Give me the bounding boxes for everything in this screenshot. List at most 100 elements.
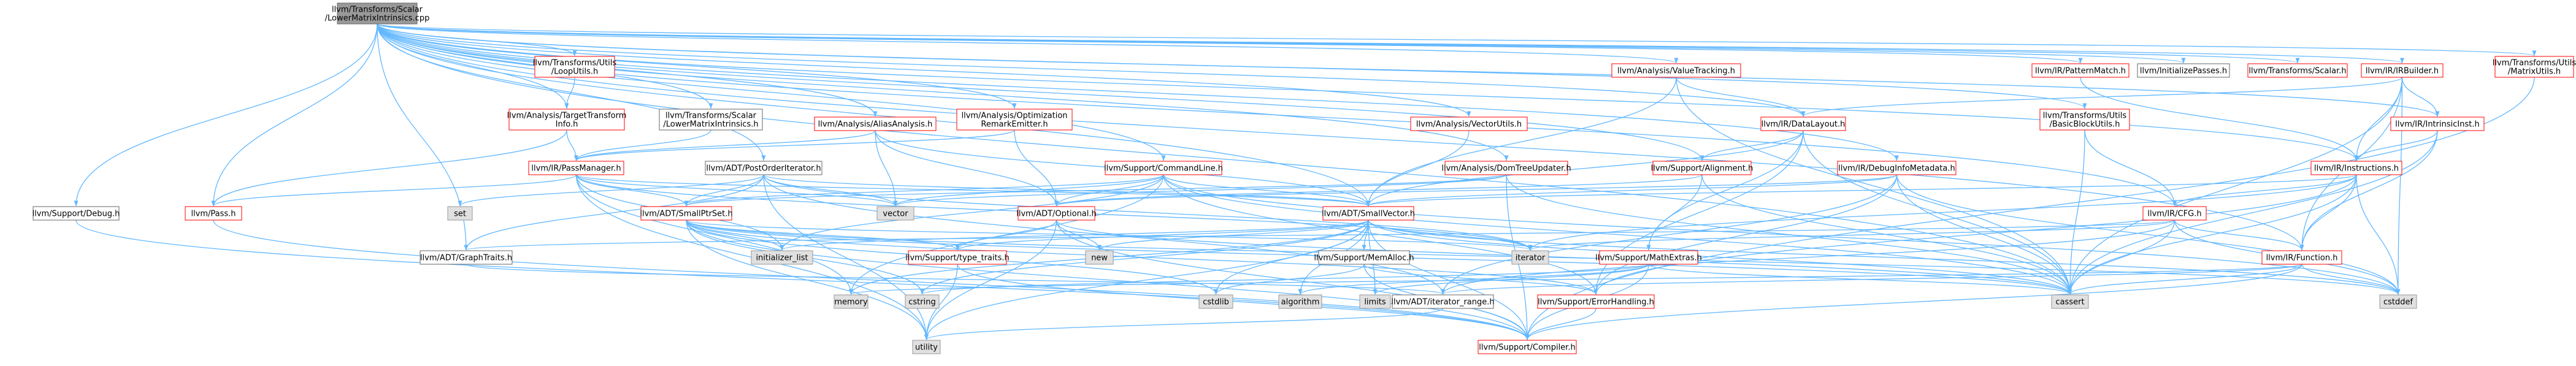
edge-alignment-to-mathExtras [1646, 174, 1703, 251]
node-function[interactable]: llvm/IR/Function.h [2261, 250, 2342, 265]
node-bbUtils[interactable]: llvm/Transforms/Utils/BasicBlockUtils.h [2039, 109, 2130, 131]
node-loopUtils[interactable]: llvm/Transforms/Utils/LoopUtils.h [533, 56, 617, 78]
node-aa[interactable]: llvm/Analysis/AliasAnalysis.h [814, 116, 937, 131]
node-smallPtrSet[interactable]: llvm/ADT/SmallPtrSet.h [640, 206, 733, 221]
edge-irBuilder-to-intrinsicInst [2401, 77, 2440, 117]
node-dataLayout-box [1760, 116, 1846, 131]
node-initPasses-label: llvm/InitializePasses.h [2140, 67, 2227, 76]
node-scalarH[interactable]: llvm/Transforms/Scalar.h [2247, 63, 2348, 78]
node-smallVector-label: llvm/ADT/SmallVector.h [1322, 210, 1415, 219]
node-new: new [1085, 250, 1114, 265]
node-algorithm-label: algorithm [1281, 298, 1320, 307]
node-patternMatch[interactable]: llvm/IR/PatternMatch.h [2031, 63, 2129, 78]
edge-root-to-ore [377, 23, 1017, 109]
node-passManager[interactable]: llvm/IR/PassManager.h [528, 161, 624, 175]
edge-tti-to-pass [211, 129, 567, 207]
node-lmiH[interactable]: llvm/Transforms/Scalar/LowerMatrixIntrin… [659, 109, 763, 131]
edge-mathExtras-to-limits [1373, 264, 1649, 295]
edge-passManager-to-vector [575, 174, 898, 207]
edge-instructions-to-function [2299, 174, 2357, 251]
node-postOrder[interactable]: llvm/ADT/PostOrderIterator.h [705, 161, 822, 175]
node-irBuilder-label: llvm/IR/IRBuilder.h [2366, 67, 2439, 76]
edge-smallVector-to-cstring [920, 219, 1369, 295]
edge-commandLine-to-smallVector [1163, 174, 1371, 207]
node-commandLine[interactable]: llvm/Support/CommandLine.h [1104, 161, 1223, 175]
edge-root-to-cassert [377, 23, 2072, 295]
edge-irBuilder-to-dataLayout [1801, 77, 2403, 117]
node-lmiH-label: llvm/Transforms/Scalar [665, 112, 757, 121]
edge-cfg-to-graphTraits [464, 219, 2175, 251]
node-function-label: llvm/IR/Function.h [2266, 254, 2338, 263]
node-valueTracking-box [1611, 63, 1741, 78]
edge-root-to-vectorUtils [377, 23, 1471, 117]
node-matrixUtils[interactable]: llvm/Transforms/Utils/MatrixUtils.h [2493, 56, 2576, 78]
edge-postOrder-to-smallPtrSet [684, 174, 764, 207]
node-graphTraits[interactable]: llvm/ADT/GraphTraits.h [420, 250, 513, 265]
node-domTree[interactable]: llvm/Analysis/DomTreeUpdater.h [1441, 161, 1571, 175]
node-typeTraits[interactable]: llvm/Support/type_traits.h [905, 250, 1010, 265]
edge-commandLine-to-cassert [1163, 174, 2072, 295]
edge-optional-to-cassert [1056, 219, 2072, 295]
node-initList: initializer_list [751, 250, 813, 265]
node-memory: memory [834, 294, 868, 309]
node-initList-box [751, 250, 813, 265]
node-alignment[interactable]: llvm/Support/Alignment.h [1651, 161, 1754, 175]
edge-function-to-cassert [2068, 264, 2302, 295]
node-patternMatch-label: llvm/IR/PatternMatch.h [2035, 67, 2126, 76]
node-compiler-box [1478, 340, 1577, 354]
edge-irBuilder-to-cstddef [2396, 77, 2403, 295]
node-pass-box [185, 206, 242, 221]
edge-smallVector-to-utility [924, 219, 1369, 340]
node-memAlloc-label: llvm/Support/MemAlloc.h [1314, 254, 1414, 263]
node-algorithm: algorithm [1278, 294, 1322, 309]
node-domTree-box [1444, 161, 1568, 175]
edge-root-to-instructions [377, 23, 2359, 161]
node-memAlloc[interactable]: llvm/Support/MemAlloc.h [1314, 250, 1414, 265]
node-vector: vector [876, 206, 914, 221]
node-irBuilder[interactable]: llvm/IR/IRBuilder.h [2361, 63, 2444, 78]
node-debugInfoMeta[interactable]: llvm/IR/DebugInfoMetadata.h [1837, 161, 1957, 175]
node-errorHandling[interactable]: llvm/Support/ErrorHandling.h [1537, 294, 1655, 309]
node-cstdlib: cstdlib [1198, 294, 1233, 309]
node-compiler[interactable]: llvm/Support/Compiler.h [1478, 340, 1577, 354]
edge-smallVector-to-new [1097, 219, 1369, 251]
node-vectorUtils[interactable]: llvm/Analysis/VectorUtils.h [1410, 116, 1528, 131]
node-postOrder-box [705, 161, 822, 175]
node-root[interactable]: llvm/Transforms/Scalar/LowerMatrixIntrin… [325, 2, 430, 25]
node-debugInfoMeta-box [1837, 161, 1957, 175]
edge-loopUtils-to-tti [564, 77, 575, 109]
node-optional[interactable]: llvm/ADT/Optional.h [1016, 206, 1097, 221]
node-smallVector[interactable]: llvm/ADT/SmallVector.h [1322, 206, 1415, 221]
node-supportDebug[interactable]: llvm/Support/Debug.h [33, 206, 120, 221]
node-pass[interactable]: llvm/Pass.h [185, 206, 242, 221]
edge-smallPtrSet-to-utility [686, 219, 929, 340]
node-instructions[interactable]: llvm/IR/Instructions.h [2310, 161, 2402, 175]
node-cfg[interactable]: llvm/IR/CFG.h [2142, 206, 2207, 221]
node-cstdlib-label: cstdlib [1203, 298, 1229, 307]
node-mathExtras[interactable]: llvm/Support/MathExtras.h [1595, 250, 1702, 265]
node-optional-box [1018, 206, 1095, 221]
edge-commandLine-to-initList [780, 174, 1164, 251]
edge-valueTracking-to-dataLayout [1676, 77, 1806, 117]
node-iterRange[interactable]: llvm/ADT/iterator_range.h [1391, 294, 1495, 309]
node-utility-box [912, 340, 941, 354]
edge-irBuilder-to-cassert [2068, 77, 2403, 295]
node-cstring-box [905, 294, 940, 309]
node-ore[interactable]: llvm/Analysis/OptimizationRemarkEmitter.… [956, 109, 1073, 131]
edge-valueTracking-to-smallVector [1366, 77, 1677, 207]
node-initPasses[interactable]: llvm/InitializePasses.h [2137, 63, 2230, 78]
edge-commandLine-to-vector [893, 174, 1164, 207]
node-set: set [447, 206, 473, 221]
node-iterator-label: iterator [1516, 254, 1546, 263]
node-dataLayout[interactable]: llvm/IR/DataLayout.h [1760, 116, 1846, 131]
node-tti-label: Info.h [556, 120, 578, 129]
node-intrinsicInst[interactable]: llvm/IR/IntrinsicInst.h [2390, 116, 2485, 131]
edge-commandLine-to-smallPtrSet [684, 174, 1164, 207]
node-matrixUtils-label: /MatrixUtils.h [2508, 67, 2561, 77]
edge-smallVector-to-initList [780, 219, 1369, 251]
node-valueTracking[interactable]: llvm/Analysis/ValueTracking.h [1611, 63, 1741, 78]
edge-smallVector-to-iterator [1368, 219, 1533, 251]
node-commandLine-label: llvm/Support/CommandLine.h [1104, 164, 1223, 173]
